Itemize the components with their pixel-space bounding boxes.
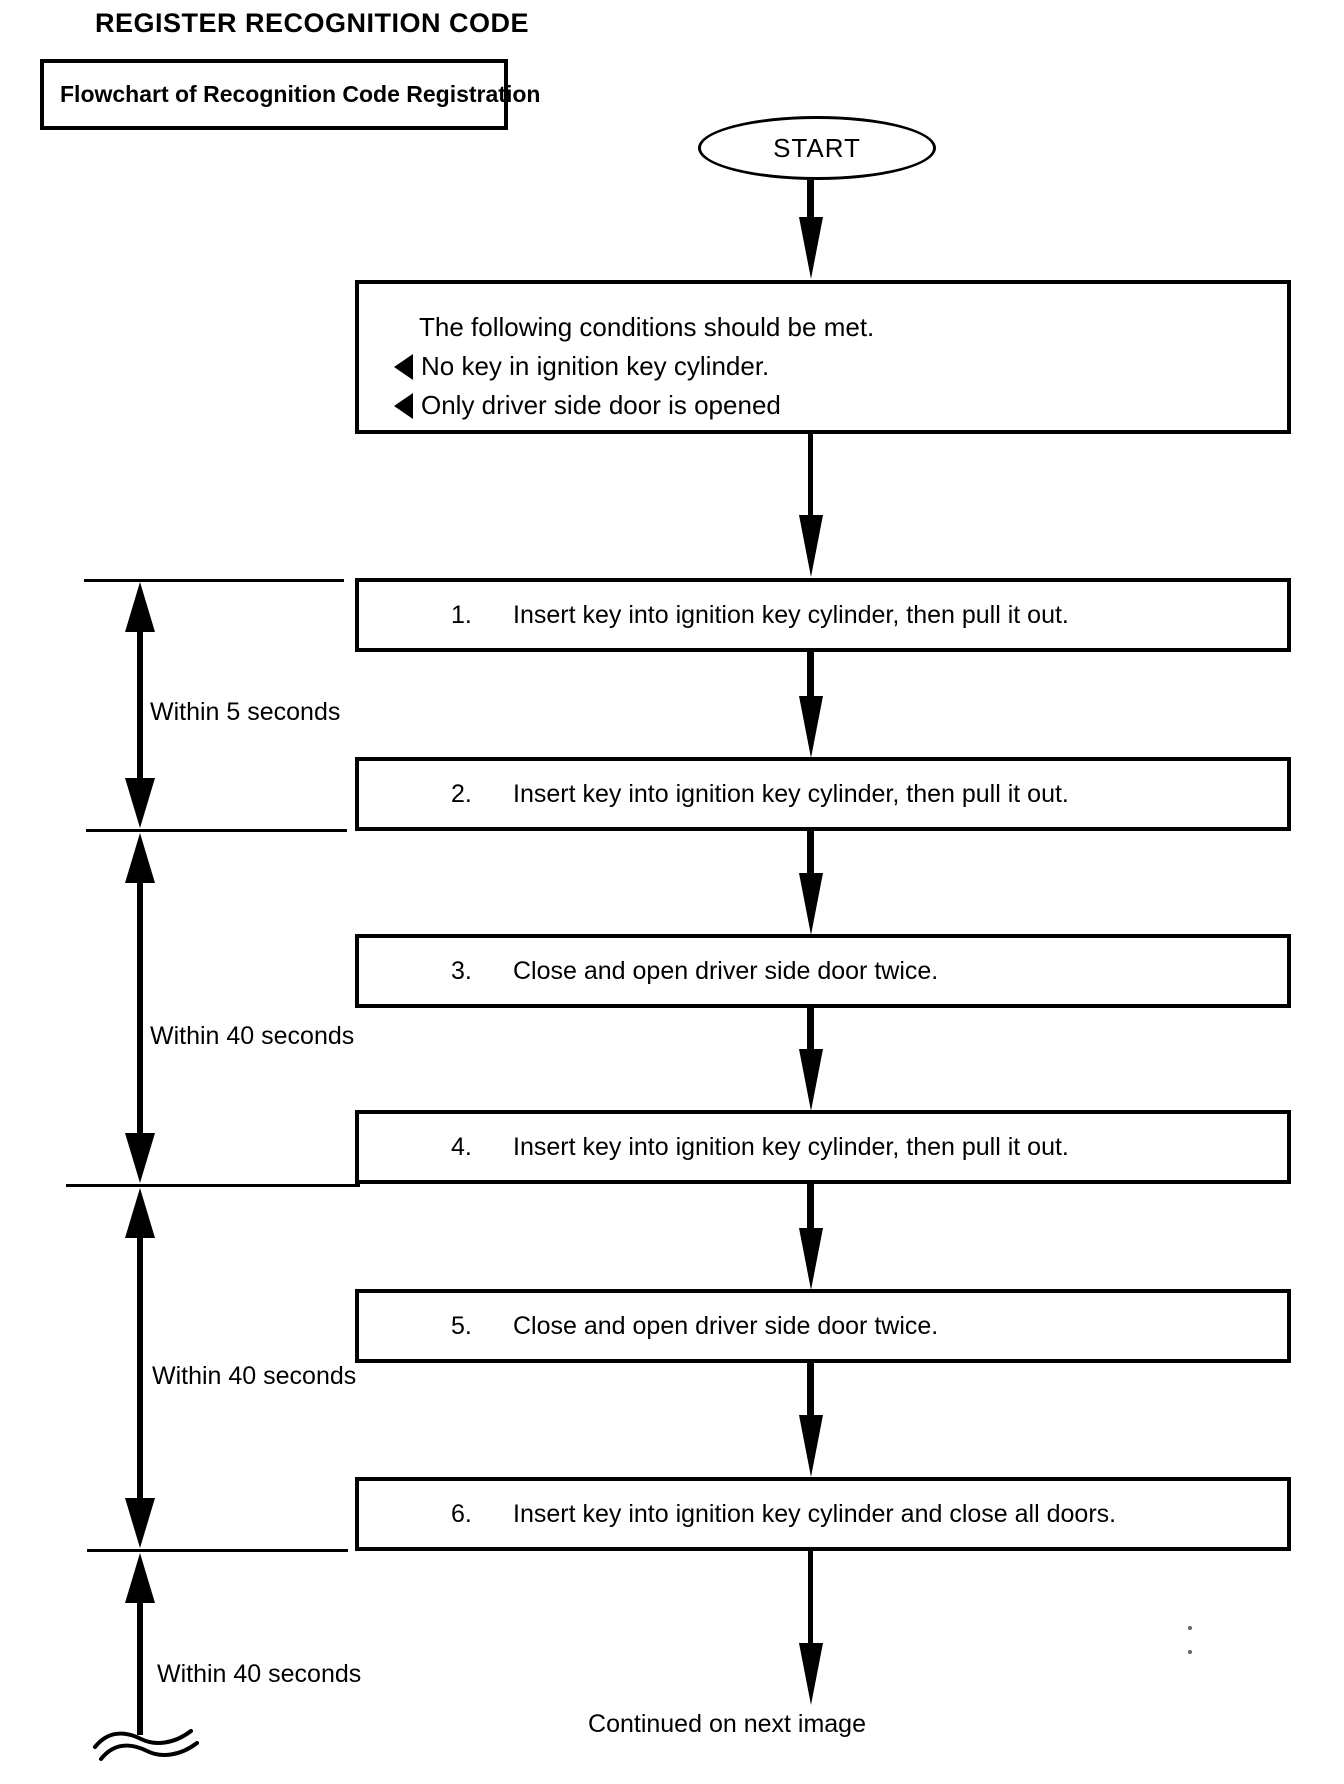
arrow-shaft — [137, 622, 143, 788]
arrow-head-icon — [799, 217, 823, 279]
timer-bracket-line — [84, 579, 344, 582]
flow-arrow — [799, 433, 823, 577]
step-text: Insert key into ignition key cylinder an… — [513, 1499, 1117, 1528]
arrow-head-down-icon — [125, 1498, 155, 1548]
timer-bracket-line — [66, 1184, 360, 1187]
arrow-shaft — [808, 433, 813, 521]
arrow-shaft — [807, 1363, 814, 1421]
step-number: 4. — [451, 1132, 472, 1161]
step-text: Insert key into ignition key cylinder, t… — [513, 779, 1069, 808]
condition-item: Only driver side door is opened — [394, 386, 1277, 425]
step-box-2: 2. Insert key into ignition key cylinder… — [355, 757, 1291, 831]
subtitle-text: Flowchart of Recognition Code Registrati… — [60, 81, 541, 107]
arrow-shaft — [807, 831, 814, 879]
timer-label-4: Within 40 seconds — [157, 1660, 362, 1688]
arrow-head-down-icon — [125, 1133, 155, 1183]
timer-arrow — [125, 1553, 155, 1735]
arrow-shaft — [137, 1593, 143, 1735]
condition-bullet-icon — [394, 392, 413, 419]
timer-label-3: Within 40 seconds — [152, 1362, 357, 1390]
condition-item: No key in ignition key cylinder. — [394, 347, 1277, 386]
arrow-shaft — [808, 1551, 813, 1649]
arrow-head-icon — [799, 873, 823, 935]
arrow-shaft — [807, 652, 814, 702]
step-number: 2. — [451, 779, 472, 808]
step-text: Insert key into ignition key cylinder, t… — [513, 600, 1069, 629]
continued-note: Continued on next image — [588, 1710, 866, 1738]
start-label: START — [773, 132, 861, 163]
step-box-5: 5. Close and open driver side door twice… — [355, 1289, 1291, 1363]
flow-arrow — [799, 1363, 823, 1477]
scan-artifact-dot — [1188, 1650, 1192, 1654]
step-box-4: 4. Insert key into ignition key cylinder… — [355, 1110, 1291, 1184]
break-squiggle-icon — [93, 1729, 199, 1761]
step-text: Insert key into ignition key cylinder, t… — [513, 1132, 1069, 1161]
arrow-shaft — [807, 1184, 814, 1234]
arrow-head-icon — [799, 696, 823, 758]
arrow-shaft — [807, 180, 814, 223]
arrow-shaft — [807, 1008, 814, 1055]
flow-arrow — [799, 1184, 823, 1290]
flow-arrow — [799, 1008, 823, 1111]
flow-arrow — [799, 831, 823, 935]
arrow-head-down-icon — [125, 778, 155, 828]
page-title: REGISTER RECOGNITION CODE — [95, 8, 530, 38]
condition-text: Only driver side door is opened — [421, 390, 781, 420]
step-number: 3. — [451, 956, 472, 985]
flow-arrow — [799, 180, 823, 279]
conditions-box: The following conditions should be met. … — [355, 280, 1291, 434]
arrow-shaft — [137, 1228, 143, 1508]
flow-arrow — [799, 652, 823, 758]
arrow-head-icon — [799, 1643, 823, 1705]
flow-arrow — [799, 1551, 823, 1705]
timer-bracket-line — [87, 1549, 348, 1552]
timer-arrow — [125, 1188, 155, 1548]
step-text: Close and open driver side door twice. — [513, 956, 939, 985]
start-node: START — [698, 116, 936, 180]
timer-arrow — [125, 833, 155, 1183]
condition-bullet-icon — [394, 353, 413, 380]
step-number: 5. — [451, 1311, 472, 1340]
timer-bracket-line — [86, 829, 347, 832]
step-box-1: 1. Insert key into ignition key cylinder… — [355, 578, 1291, 652]
scan-artifact-dot — [1188, 1626, 1192, 1630]
arrow-head-icon — [799, 515, 823, 577]
conditions-header: The following conditions should be met. — [419, 312, 875, 342]
arrow-head-icon — [799, 1049, 823, 1111]
step-box-6: 6. Insert key into ignition key cylinder… — [355, 1477, 1291, 1551]
timer-label-1: Within 5 seconds — [150, 698, 341, 726]
step-box-3: 3. Close and open driver side door twice… — [355, 934, 1291, 1008]
timer-arrow — [125, 582, 155, 828]
condition-text: No key in ignition key cylinder. — [421, 351, 770, 381]
arrow-head-icon — [799, 1415, 823, 1477]
timer-label-2: Within 40 seconds — [150, 1022, 355, 1050]
subtitle-box: Flowchart of Recognition Code Registrati… — [40, 59, 540, 130]
step-text: Close and open driver side door twice. — [513, 1311, 939, 1340]
step-number: 1. — [451, 600, 472, 629]
arrow-head-icon — [799, 1228, 823, 1290]
step-number: 6. — [451, 1499, 472, 1528]
arrow-shaft — [137, 873, 143, 1143]
